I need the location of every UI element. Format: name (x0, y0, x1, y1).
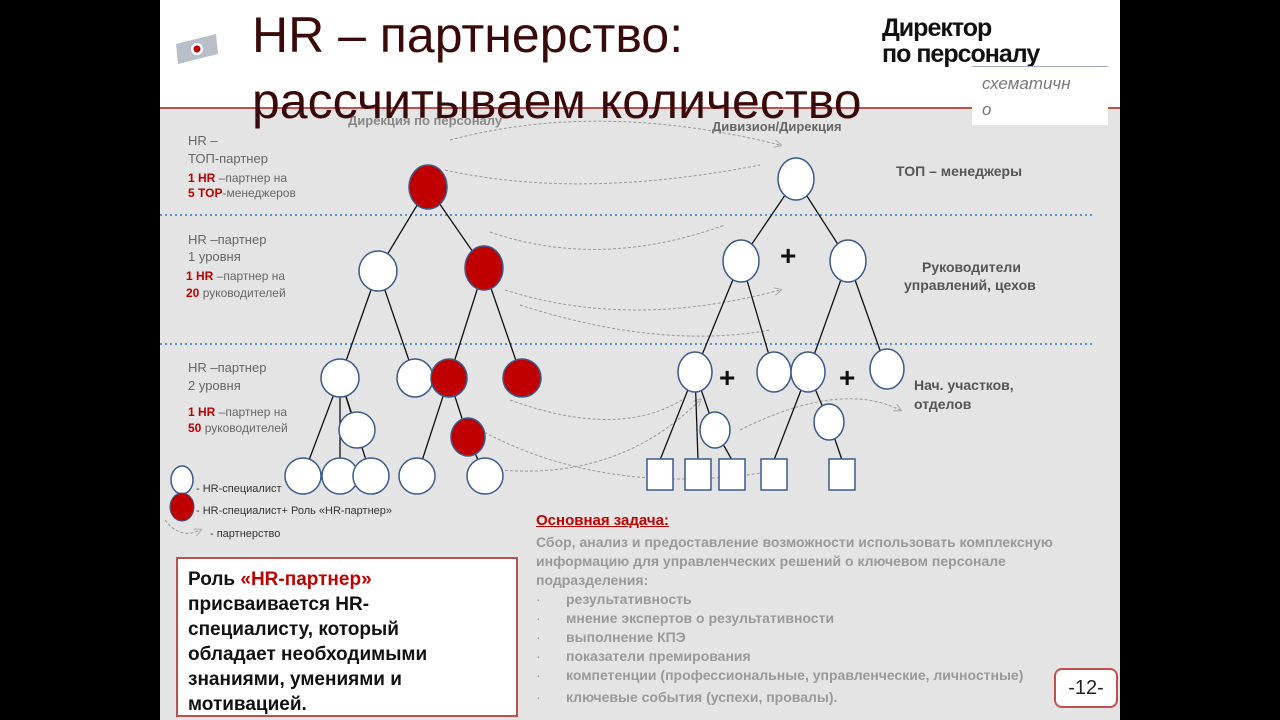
division-node-manager (677, 351, 713, 393)
task-bullet: ·показатели премирования (536, 648, 751, 664)
level-1-role-line2: ТОП-партнер (188, 151, 268, 166)
level-1-ratio-line1: 1 HR –партнер на (188, 171, 288, 185)
level-1-role-line1: HR – (188, 133, 218, 148)
legend-hr-specialist-partner: - HR-специалист+ Роль «HR-партнер» (196, 505, 393, 517)
partnership-arrow (519, 304, 771, 337)
schematic-note-line1: схематичн (982, 74, 1071, 93)
right-level-1-label: ТОП – менеджеры (896, 163, 1023, 179)
left-column-header: Дирекция по персоналу (348, 113, 503, 128)
employee-node (828, 458, 856, 491)
tree-node-hr-partner (450, 417, 486, 457)
partnership-arrow (739, 398, 900, 431)
brand-logo-line2: по персоналу (882, 40, 1040, 68)
legend-hr-specialist-icon (170, 465, 194, 495)
tree-node-hr-specialist (320, 358, 360, 398)
tree-node-hr-specialist (358, 250, 398, 292)
slide: HR – партнерство: Директор по персоналу … (160, 0, 1120, 720)
task-bullet: ·мнение экспертов о результативности (536, 610, 835, 626)
partnership-arrow (444, 164, 761, 185)
division-node-manager (869, 348, 905, 390)
partnership-arrow (504, 290, 780, 311)
task-bullet: ·выполнение КПЭ (536, 629, 686, 645)
org-diagram (160, 120, 1095, 548)
division-node-manager (813, 403, 845, 441)
tree-node-hr-partner (430, 358, 468, 398)
right-level-2-label-line2: управлений, цехов (904, 277, 1036, 293)
level-3-role-line2: 2 уровня (188, 378, 241, 393)
plus-sign: + (839, 362, 856, 393)
role-box-line3: специалисту, который (188, 619, 399, 640)
tree-node-hr-partner (502, 358, 542, 398)
partnership-arrow (479, 429, 781, 480)
right-level-3-label-line1: Нач. участков, (914, 377, 1014, 393)
task-bullet: ·результативность (536, 591, 692, 607)
schematic-note-box (972, 66, 1108, 125)
task-bullet: ·компетенции (профессиональные, управлен… (536, 667, 1024, 683)
tree-node-hr-specialist (284, 457, 322, 495)
partnership-arrow (509, 397, 686, 420)
level-2-role-line1: HR –партнер (188, 232, 267, 247)
header (160, 0, 1120, 108)
schematic-note-line2: о (982, 100, 992, 119)
level-2-role-line2: 1 уровня (188, 249, 241, 264)
division-node-head (829, 239, 867, 283)
role-box-line2: присваивается HR- (188, 594, 370, 615)
division-node-head (722, 239, 760, 283)
tree-node-hr-partner (408, 164, 448, 210)
company-logo-icon (176, 34, 218, 64)
right-level-3-label-line2: отделов (914, 396, 972, 412)
employee-node (684, 458, 712, 491)
main-task-title: Основная задача: (536, 512, 669, 529)
role-box-line4: обладает необходимыми (188, 644, 428, 665)
employee-node (646, 458, 674, 491)
level-2-ratio-line2: 20 руководителей (186, 286, 286, 300)
level-3-ratio-line2: 50 руководителей (188, 421, 288, 435)
legend-partnership: - партнерство (210, 528, 281, 540)
employee-node (718, 458, 746, 491)
tree-node-hr-specialist (396, 358, 434, 398)
tree-node-hr-specialist (352, 457, 390, 495)
level-2-ratio-line1: 1 HR –партнер на (186, 269, 286, 283)
level-3-ratio-line1: 1 HR –партнер на (188, 405, 288, 419)
tree-node-hr-specialist (466, 457, 504, 495)
role-definition-box: Роль «HR-партнер» присваивается HR- спец… (176, 557, 518, 717)
division-node-manager (790, 351, 826, 393)
page-number: -12- (1054, 668, 1118, 708)
division-node-manager (699, 411, 731, 449)
legend-partnership-icon (164, 519, 200, 533)
division-node-manager (756, 351, 792, 393)
role-box-line1: Роль «HR-партнер» (188, 569, 372, 590)
employee-node (760, 458, 788, 491)
slide-title-line1: HR – партнерство: (252, 7, 684, 63)
legend-hr-specialist: - HR-специалист (196, 483, 282, 495)
brand-logo-line1: Директор (882, 14, 992, 42)
tree-node-hr-specialist (338, 411, 376, 449)
right-column-header: Дивизион/Дирекция (712, 119, 842, 134)
plus-sign: + (780, 240, 797, 271)
header-divider (160, 107, 1120, 109)
plus-sign: + (719, 362, 736, 393)
main-task-text: Сбор, анализ и предоставление возможност… (536, 534, 1053, 588)
role-box-line5: знаниями, умениями и (188, 669, 402, 690)
right-level-2-label-line1: Руководители (922, 259, 1021, 275)
partnership-arrow (499, 400, 700, 472)
task-bullet: ·ключевые события (успехи, провалы). (536, 689, 838, 705)
partnership-arrow (489, 224, 726, 250)
role-box-line6: мотивацией. (188, 694, 307, 715)
legend-hr-partner-icon (169, 492, 195, 522)
partnership-arrow (449, 120, 780, 145)
slide-title-line2: рассчитываем количество (252, 73, 862, 129)
level-3-role-line1: HR –партнер (188, 360, 267, 375)
division-node-top (777, 157, 815, 201)
tree-node-hr-partner (464, 245, 504, 291)
level-1-ratio-line2: 5 TOP-менеджеров (188, 186, 296, 200)
tree-node-hr-specialist (398, 457, 436, 495)
